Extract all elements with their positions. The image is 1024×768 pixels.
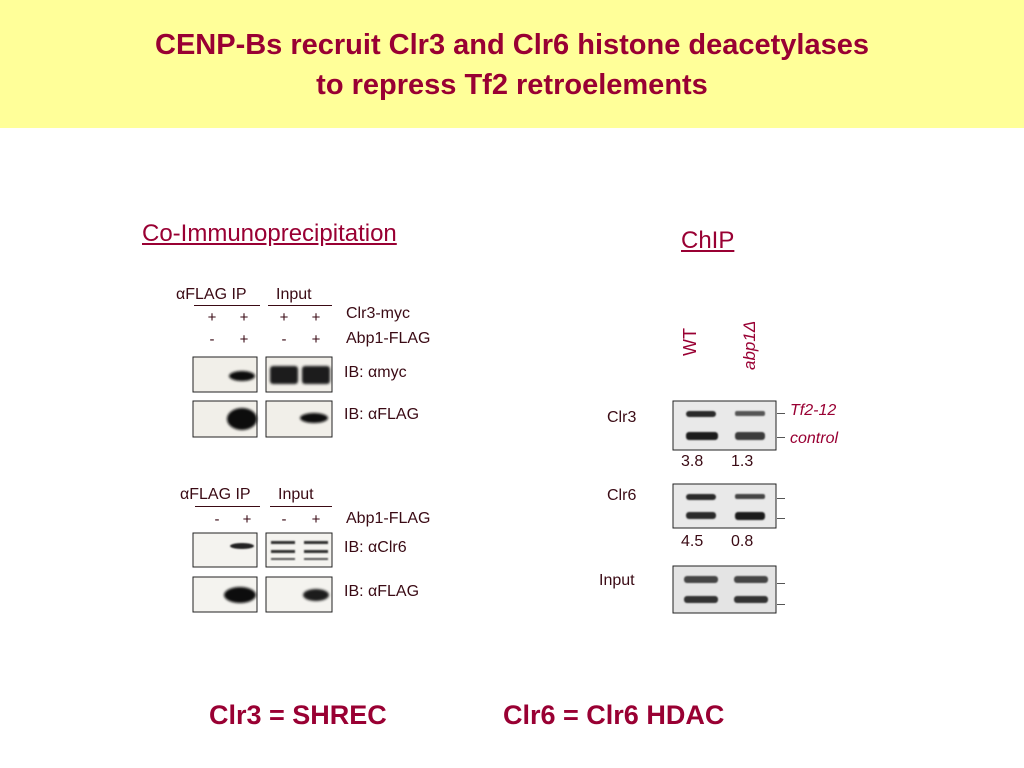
blot-image <box>672 400 777 451</box>
coip2-input-label: Input <box>278 486 314 503</box>
chip-clr3-abp1-value: 1.3 <box>731 453 754 470</box>
coip2-input-underline <box>270 506 332 507</box>
chip-row-label-clr3: Clr3 <box>607 409 637 426</box>
coip1-flag-ip-label: αFLAG IP <box>176 286 247 303</box>
chip-band-label-tf2: Tf2-12 <box>790 402 837 419</box>
coip1-r1-sign: + <box>311 309 321 326</box>
coip1-r2-sign: + <box>311 331 321 348</box>
coip2-flag-ip-label: αFLAG IP <box>180 486 251 503</box>
chip-clr6-abp1-value: 0.8 <box>731 533 754 550</box>
band-tick <box>777 583 785 584</box>
coip2-r1-sign: + <box>242 511 252 528</box>
summary-clr6: Clr6 = Clr6 HDAC <box>503 700 725 730</box>
coip1-flag-ip-underline <box>194 305 260 306</box>
coip1-input-label: Input <box>276 286 312 303</box>
coip1-input-underline <box>268 305 332 306</box>
coip2-r1-sign: + <box>311 511 321 528</box>
chip-clr6-wt-value: 4.5 <box>681 533 704 550</box>
blot-image <box>672 483 777 529</box>
band-tick <box>777 498 785 499</box>
coip2-blot1-label: IB: αClr6 <box>344 539 407 556</box>
band-tick <box>777 518 785 519</box>
coip1-blot1-label: IB: αmyc <box>344 364 407 381</box>
slide-title-line1: CENP-Bs recruit Clr3 and Clr6 histone de… <box>155 29 869 61</box>
coip2-r1-sign: - <box>281 511 287 528</box>
coip2-blot2-label: IB: αFLAG <box>344 583 420 600</box>
coip1-r2-sign: + <box>239 331 249 348</box>
coip-heading: Co-Immunoprecipitation <box>142 220 397 247</box>
coip1-r1-sign: + <box>279 309 289 326</box>
chip-clr3-wt-value: 3.8 <box>681 453 704 470</box>
band-tick <box>777 437 785 438</box>
coip1-r1-sign: + <box>207 309 217 326</box>
coip1-r2-sign: - <box>209 331 215 348</box>
coip1-r2-label: Abp1-FLAG <box>346 330 431 347</box>
coip2-flag-ip-underline <box>195 506 260 507</box>
coip1-r2-sign: - <box>281 331 287 348</box>
coip2-r1-label: Abp1-FLAG <box>346 510 431 527</box>
title-banner <box>0 0 1024 128</box>
chip-band-label-control: control <box>790 430 839 447</box>
chip-row-label-clr6: Clr6 <box>607 487 637 504</box>
band-tick <box>777 413 785 414</box>
coip1-r1-label: Clr3-myc <box>346 305 410 322</box>
coip2-r1-sign: - <box>214 511 220 528</box>
blot-image <box>672 565 777 614</box>
chip-heading: ChIP <box>681 227 735 254</box>
summary-clr3: Clr3 = SHREC <box>209 700 387 730</box>
coip1-blot2-label: IB: αFLAG <box>344 406 420 423</box>
coip1-r1-sign: + <box>239 309 249 326</box>
blot-image <box>192 532 258 568</box>
slide-title-line2: to repress Tf2 retroelements <box>316 69 708 101</box>
band-tick <box>777 604 785 605</box>
chip-row-label-input: Input <box>599 572 635 589</box>
